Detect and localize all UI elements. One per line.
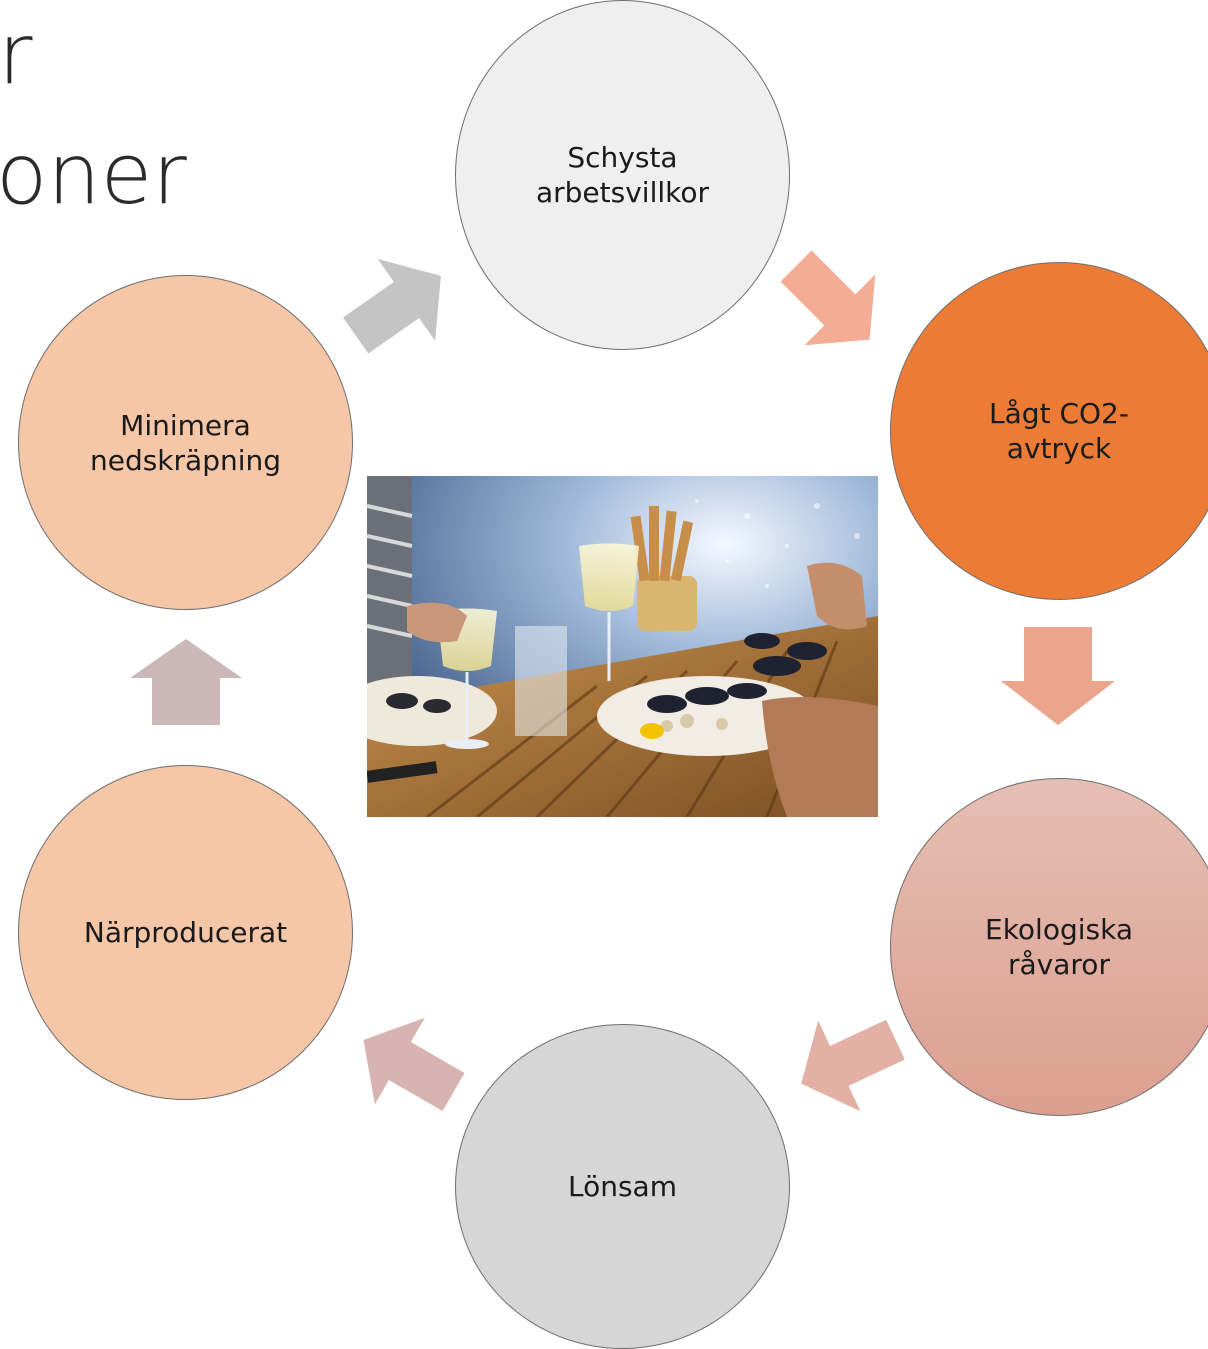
node-lagt-co2-avtryck: Lågt CO2- avtryck bbox=[890, 262, 1208, 600]
title-line-2: oner bbox=[0, 125, 187, 223]
node-label: Ekologiska råvaror bbox=[985, 913, 1133, 981]
arrow-nar-to-minimera bbox=[130, 639, 242, 725]
node-schysta-arbetsvillkor: Schysta arbetsvillkor bbox=[455, 0, 790, 350]
arrow-eko-to-lonsam bbox=[801, 1019, 905, 1112]
arrow-co2-to-eko bbox=[1001, 627, 1115, 725]
node-minimera-nedskrapning: Minimera nedskräpning bbox=[18, 275, 353, 610]
arrow-minimera-to-schysta bbox=[343, 259, 441, 354]
title-line-1: r bbox=[0, 5, 33, 103]
arrow-schysta-to-co2 bbox=[780, 250, 876, 346]
node-ekologiska-ravaror: Ekologiska råvaror bbox=[890, 778, 1208, 1116]
arrow-lonsam-to-nar bbox=[363, 1017, 465, 1112]
node-narproducerat: Närproducerat bbox=[18, 765, 353, 1100]
center-photo bbox=[367, 476, 878, 817]
node-lonsam: Lönsam bbox=[455, 1024, 790, 1349]
seafood-meal-image bbox=[367, 476, 878, 817]
node-label: Närproducerat bbox=[83, 916, 288, 949]
node-label: Minimera nedskräpning bbox=[89, 408, 282, 477]
node-label: Schysta arbetsvillkor bbox=[535, 141, 709, 209]
node-label: Lönsam bbox=[567, 1170, 677, 1203]
node-label: Lågt CO2- avtryck bbox=[989, 397, 1129, 465]
